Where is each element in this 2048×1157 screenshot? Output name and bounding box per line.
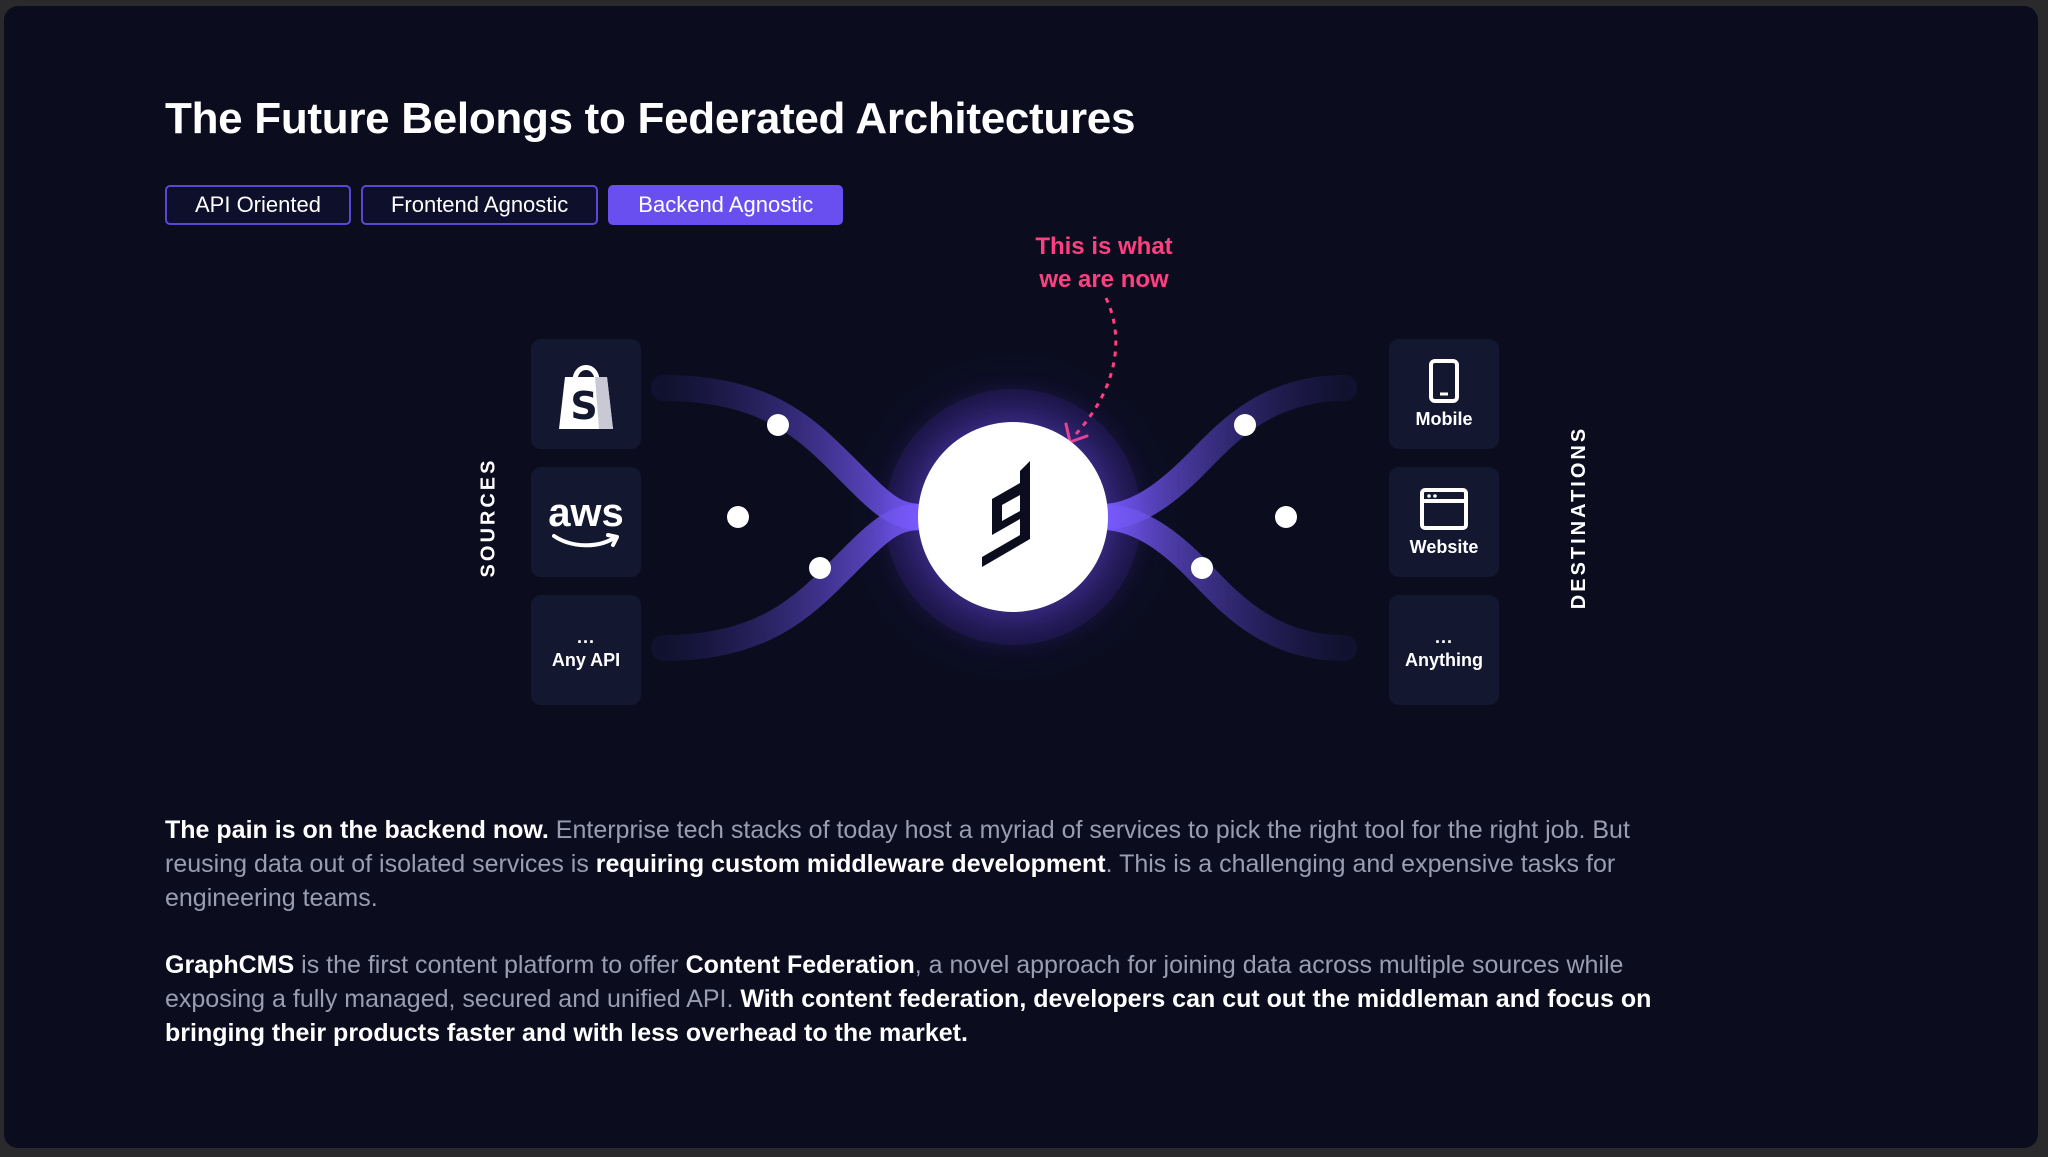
browser-window-icon: [1420, 487, 1468, 530]
paragraph-1-bold-1: The pain is on the backend now.: [165, 816, 549, 844]
paragraph-1-text-1: Enterprise tech stacks of today host a m…: [165, 816, 1630, 878]
source-card-any-api: ... Any API: [531, 595, 641, 705]
destination-card-website: Website: [1389, 467, 1499, 577]
destinations-label: DESTINATIONS: [1568, 425, 1591, 610]
graphcms-hub: [918, 422, 1108, 612]
destination-label-website: Website: [1409, 536, 1479, 557]
tab-frontend-agnostic[interactable]: Frontend Agnostic: [360, 185, 599, 225]
ellipsis-icon: ...: [576, 626, 595, 647]
destination-card-mobile: Mobile: [1389, 339, 1499, 449]
flow-dot: [1191, 557, 1213, 579]
federation-diagram: [651, 297, 1357, 682]
paragraph-backend-pain: The pain is on the backend now. Enterpri…: [165, 813, 1665, 915]
paragraph-2-bold-1: GraphCMS: [165, 951, 295, 979]
tab-api-oriented[interactable]: API Oriented: [165, 185, 351, 225]
source-label-any-api: Any API: [551, 649, 621, 670]
flow-dot: [1275, 506, 1297, 528]
graphcms-logo-icon: [982, 461, 1030, 567]
sources-label: SOURCES: [477, 457, 500, 578]
source-card-aws: aws: [531, 467, 641, 577]
aws-smile-icon: [551, 533, 619, 548]
mobile-icon: [1429, 358, 1459, 403]
ellipsis-icon: ...: [1434, 626, 1453, 647]
aws-wordmark: aws: [548, 491, 624, 535]
slide: The Future Belongs to Federated Architec…: [4, 6, 2038, 1148]
paragraph-2-bold-2: Content Federation: [685, 951, 915, 979]
flow-line-bottom-left: [651, 504, 937, 661]
paragraph-1-text-2: . This is a challenging and expensive ta…: [165, 850, 1616, 912]
aws-icon: aws: [548, 491, 624, 550]
flow-dot: [809, 557, 831, 579]
paragraph-2-text-2: , a novel approach for joining data acro…: [165, 951, 1624, 1013]
paragraph-content-federation: GraphCMS is the first content platform t…: [165, 948, 1665, 1050]
source-card-shopify: S: [531, 339, 641, 449]
annotation-callout: This is what we are now: [1004, 230, 1204, 296]
tab-bar: API Oriented Frontend Agnostic Backend A…: [165, 185, 844, 225]
tab-backend-agnostic[interactable]: Backend Agnostic: [608, 185, 844, 225]
annotation-arrow: [1074, 297, 1118, 436]
destination-label-mobile: Mobile: [1415, 408, 1473, 429]
destination-label-anything: Anything: [1405, 649, 1483, 670]
paragraph-1-bold-2: requiring custom middleware development: [595, 850, 1106, 878]
annotation-line-2: we are now: [1039, 266, 1169, 293]
page-title: The Future Belongs to Federated Architec…: [165, 94, 1136, 143]
flow-dot: [727, 506, 749, 528]
annotation-line-1: This is what: [1035, 233, 1173, 260]
paragraph-2-bold-3: With content federation, developers can …: [165, 985, 1652, 1047]
shopify-icon: S: [559, 365, 613, 429]
paragraph-2-text-1: is the first content platform to offer: [294, 951, 686, 979]
svg-text:S: S: [570, 384, 597, 428]
flow-dot: [767, 414, 789, 436]
destination-card-anything: ... Anything: [1389, 595, 1499, 705]
flow-dot: [1234, 414, 1256, 436]
